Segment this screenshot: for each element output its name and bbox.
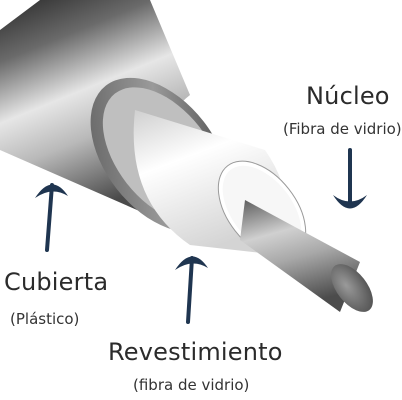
- core-label: Núcleo: [306, 82, 390, 110]
- cladding-arrow-icon: [175, 256, 208, 324]
- jacket-sublabel: (Plástico): [10, 310, 80, 328]
- core-arrow-icon: [333, 148, 367, 209]
- core-sublabel: (Fibra de vidrio): [283, 120, 402, 138]
- cladding-sublabel: (fibra de vidrio): [133, 376, 250, 394]
- cladding-label: Revestimiento: [108, 338, 283, 366]
- core-layer: [240, 200, 373, 312]
- jacket-arrow-icon: [35, 183, 68, 252]
- jacket-label: Cubierta: [4, 268, 109, 296]
